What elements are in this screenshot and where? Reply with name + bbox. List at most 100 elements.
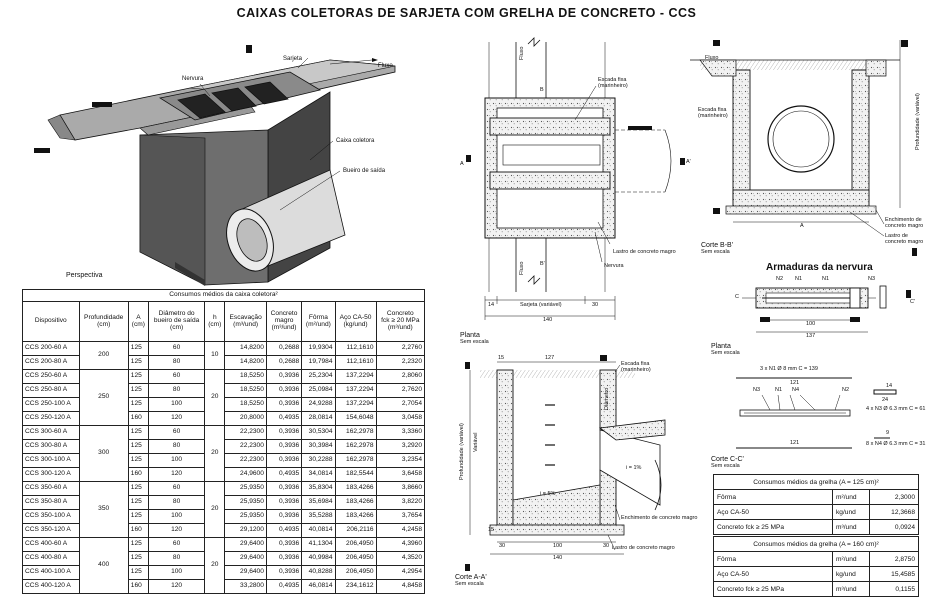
consumos-header: Diâmetro do bueiro de saída (cm) — [148, 301, 206, 342]
aa-label-i5: i = 5% — [540, 491, 556, 497]
consumos-cell-dispositivo: CCS 400-60 A — [22, 537, 80, 552]
consumos-cell-dispositivo: CCS 350-120 A — [22, 523, 80, 538]
bb-note: Sem escala — [701, 249, 730, 255]
perspective-label-bueiro: Bueiro de saída — [343, 168, 386, 174]
consumos-cell-value: 4,8458 — [375, 579, 426, 594]
consumos-cell-value: 18,5250 — [224, 397, 267, 412]
consumos-cell-value: 137,2294 — [334, 383, 377, 398]
consumos-cell-profundidade: 400 — [78, 537, 129, 594]
plan-label-sarjeta: Sarjeta (variável) — [520, 302, 562, 308]
plan-section-b2: B' — [540, 261, 545, 267]
consumos-cell-diametro: 80 — [148, 383, 206, 398]
consumos-cell-value: 162,2978 — [334, 439, 377, 454]
grelha-item: Fôrma — [713, 551, 833, 567]
consumos-cell-value: 0,2688 — [265, 341, 303, 356]
consumos-cell-value: 3,6458 — [375, 467, 426, 482]
consumos-cell-dispositivo: CCS 300-120 A — [22, 467, 80, 482]
aa-label-variavel: Variável — [473, 432, 479, 452]
consumos-cell-value: 154,6048 — [334, 411, 377, 426]
consumos-cell-value: 112,1610 — [334, 341, 377, 356]
consumos-header: Fôrma (m²/und) — [301, 301, 336, 342]
arm-s3: 9 — [886, 430, 890, 436]
consumos-cell-value: 3,8660 — [375, 481, 426, 496]
plan-section-a2: A' — [686, 159, 691, 165]
perspective-label-nervura: Nervura — [182, 76, 204, 82]
perspective-label-sarjeta: Sarjeta — [283, 56, 303, 62]
consumos-cell-diametro: 100 — [148, 397, 206, 412]
consumos-cell-value: 18,5250 — [224, 383, 267, 398]
consumos-cell-value: 28,0814 — [301, 411, 336, 426]
grelha-unit: kg/und — [832, 504, 870, 520]
consumos-cell-h: 20 — [204, 425, 226, 482]
bb-label-a: A — [800, 223, 804, 229]
consumos-cell-dispositivo: CCS 250-80 A — [22, 383, 80, 398]
aa-label-escada: Escada fixa (marinheiro) — [621, 361, 651, 373]
plan-label-lastro: Lastro de concreto magro — [613, 249, 676, 255]
arm-planta-note: Sem escala — [711, 350, 740, 356]
consumos-cell-value: 40,9984 — [301, 551, 336, 566]
consumos-header: Concreto fck ≥ 20 MPa (m³/und) — [375, 301, 426, 342]
consumos-cell-diametro: 120 — [148, 411, 206, 426]
grelha-value: 15,4585 — [869, 566, 919, 582]
consumos-header: Concreto magro (m³/und) — [265, 301, 303, 342]
arm-d137: 137 — [806, 333, 816, 339]
consumos-cell-diametro: 60 — [148, 341, 206, 356]
consumos-cell-value: 25,2304 — [301, 369, 336, 384]
arm-n4: N4 — [792, 387, 800, 393]
consumos-cell-a: 125 — [127, 509, 150, 524]
consumos-cell-value: 0,3936 — [265, 425, 303, 440]
grelha-value: 2,3000 — [869, 489, 919, 505]
plan-dim-total: 140 — [543, 317, 553, 323]
consumos-cell-h: 20 — [204, 481, 226, 538]
plan-label-nervura: Nervura — [604, 263, 624, 269]
consumos-cell-value: 206,2116 — [334, 523, 377, 538]
consumos-cell-value: 0,3936 — [265, 453, 303, 468]
arm-s2: 24 — [882, 397, 889, 403]
consumos-header: Profundidade (cm) — [78, 301, 129, 342]
plan-dim-right: 30 — [592, 302, 599, 308]
consumos-cell-value: 14,8200 — [224, 341, 267, 356]
consumos-cell-h: 20 — [204, 537, 226, 594]
consumos-cell-profundidade: 300 — [78, 425, 129, 482]
aa-dim-127: 127 — [545, 355, 555, 361]
consumos-cell-value: 183,4266 — [334, 509, 377, 524]
consumos-cell-value: 40,0814 — [301, 523, 336, 538]
consumos-cell-value: 25,9350 — [224, 495, 267, 510]
consumos-cell-a: 125 — [127, 425, 150, 440]
consumos-cell-a: 125 — [127, 537, 150, 552]
consumos-cell-value: 3,7654 — [375, 509, 426, 524]
consumos-cell-diametro: 80 — [148, 495, 206, 510]
grelha-caption: Consumos médios da grelha (A = 160 cm)² — [713, 536, 919, 552]
grelha-unit: m²/und — [832, 489, 870, 505]
consumos-cell-value: 0,3936 — [265, 369, 303, 384]
consumos-cell-value: 0,3936 — [265, 537, 303, 552]
consumos-cell-dispositivo: CCS 400-100 A — [22, 565, 80, 580]
consumos-cell-value: 4,3960 — [375, 537, 426, 552]
consumos-cell-h: 10 — [204, 341, 226, 370]
corte-bb-drawing — [690, 40, 917, 256]
consumos-cell-value: 0,3936 — [265, 439, 303, 454]
aa-note: Sem escala — [455, 581, 484, 587]
aa-label-profundidade: Profundidade (variável) — [459, 423, 465, 480]
arm-d121b: 121 — [790, 440, 800, 446]
consumos-header: Aço CA-50 (kg/und) — [334, 301, 377, 342]
plan-drawing — [466, 37, 685, 320]
consumos-cell-value: 24,9288 — [301, 397, 336, 412]
corte-aa-drawing — [465, 355, 666, 571]
consumos-cell-value: 2,7620 — [375, 383, 426, 398]
aa-label-lastro: Lastro de concreto magro — [612, 545, 675, 551]
plan-label-fluxo-bottom: Fluxo — [519, 261, 525, 275]
consumos-cell-value: 19,7984 — [301, 355, 336, 370]
consumos-cell-a: 160 — [127, 523, 150, 538]
plan-dim-left: 14 — [488, 302, 495, 308]
consumos-cell-value: 34,0814 — [301, 467, 336, 482]
consumos-cell-a: 160 — [127, 467, 150, 482]
plan-label-escada: Escada fixa (marinheiro) — [598, 77, 628, 89]
